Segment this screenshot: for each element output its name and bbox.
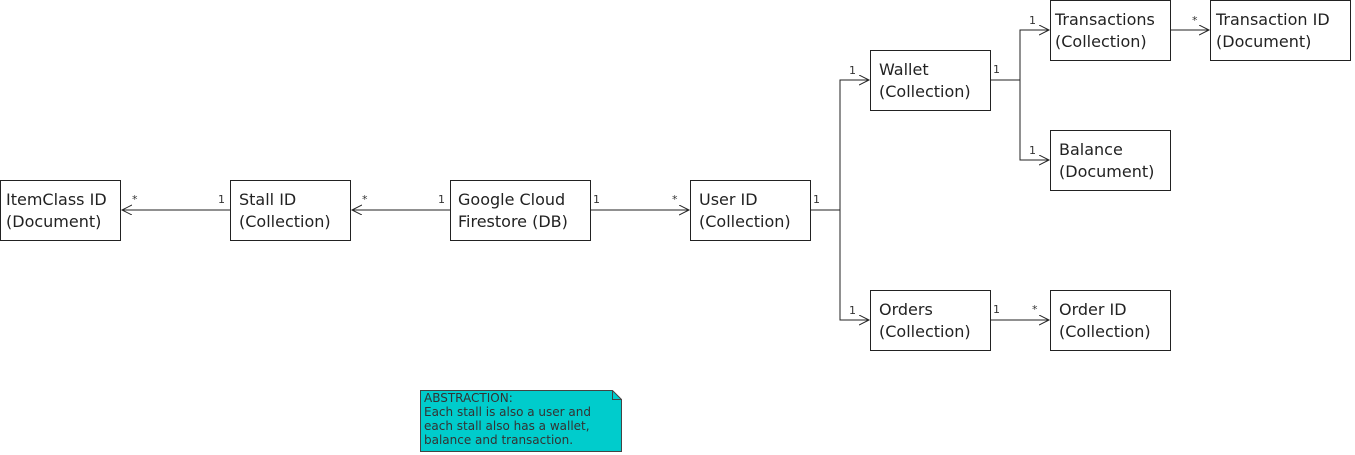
node-transactions: Transactions (Collection) <box>1050 0 1171 61</box>
node-transaction-id-title: Transaction ID <box>1215 10 1330 29</box>
node-firestore-db-title: Google Cloud <box>458 190 565 209</box>
mult-firestore-source-user: 1 <box>593 193 600 206</box>
node-wallet-title: Wallet <box>879 60 929 79</box>
edge-user-to-orders: 1 <box>839 210 869 320</box>
node-user-id: User ID (Collection) <box>690 180 811 241</box>
note-shape <box>420 390 622 452</box>
note-line-2: each stall also has a wallet, <box>424 419 590 433</box>
edge-firestore-to-stall: 1 * <box>352 193 450 210</box>
mult-user-target: * <box>672 193 678 206</box>
mult-stall-source: 1 <box>218 193 225 206</box>
edge-firestore-to-user: 1 * <box>590 193 689 210</box>
abstraction-note: ABSTRACTION: Each stall is also a user a… <box>420 390 622 452</box>
edge-wallet-to-transactions: 1 1 <box>990 14 1049 81</box>
mult-order-id-target: * <box>1032 303 1038 316</box>
node-balance: Balance (Document) <box>1050 130 1171 191</box>
mult-orders-target: 1 <box>849 304 856 317</box>
mult-orders-source: 1 <box>993 303 1000 316</box>
mult-wallet-target: 1 <box>849 64 856 77</box>
node-firestore-db-subtitle: Firestore (DB) <box>458 212 568 231</box>
mult-stall-target: * <box>362 193 368 206</box>
edge-orders-to-order-id: 1 * <box>990 303 1049 320</box>
node-orders: Orders (Collection) <box>870 290 991 351</box>
node-order-id: Order ID (Collection) <box>1050 290 1171 351</box>
node-firestore-db: Google Cloud Firestore (DB) <box>450 180 591 241</box>
node-orders-title: Orders <box>879 300 933 319</box>
node-user-id-title: User ID <box>699 190 758 209</box>
node-transaction-id: Transaction ID (Document) <box>1210 0 1351 61</box>
edge-wallet-to-balance: 1 <box>1019 80 1049 160</box>
node-transaction-id-type: (Document) <box>1216 32 1311 51</box>
note-heading: ABSTRACTION: <box>424 391 513 405</box>
mult-firestore-source-stall: 1 <box>438 193 445 206</box>
edge-transactions-to-transaction-id: * <box>1170 14 1209 30</box>
node-order-id-type: (Collection) <box>1059 322 1151 341</box>
node-wallet: Wallet (Collection) <box>870 50 991 111</box>
node-itemclass-id-title: ItemClass ID <box>6 190 107 209</box>
node-itemclass-id-type: (Document) <box>6 212 101 231</box>
mult-wallet-source: 1 <box>993 63 1000 76</box>
mult-itemclass-target: * <box>132 193 138 206</box>
node-transactions-type: (Collection) <box>1055 32 1147 51</box>
node-wallet-type: (Collection) <box>879 82 971 101</box>
node-order-id-title: Order ID <box>1059 300 1127 319</box>
mult-transactions-target: 1 <box>1029 14 1036 27</box>
note-line-3: balance and transaction. <box>424 433 573 447</box>
edge-user-to-wallet: 1 1 <box>810 64 869 211</box>
node-balance-type: (Document) <box>1059 162 1154 181</box>
mult-transaction-id-target: * <box>1192 14 1198 27</box>
note-folded-corner <box>612 390 622 400</box>
node-stall-id-title: Stall ID <box>239 190 296 209</box>
mult-balance-target: 1 <box>1029 144 1036 157</box>
node-user-id-type: (Collection) <box>699 212 791 231</box>
node-stall-id: Stall ID (Collection) <box>230 180 351 241</box>
edge-stall-to-itemclass: 1 * <box>122 193 230 210</box>
node-itemclass-id: ItemClass ID (Document) <box>0 180 121 241</box>
node-balance-title: Balance <box>1059 140 1123 159</box>
node-transactions-title: Transactions <box>1054 10 1155 29</box>
node-orders-type: (Collection) <box>879 322 971 341</box>
note-line-1: Each stall is also a user and <box>424 405 591 419</box>
node-stall-id-type: (Collection) <box>239 212 331 231</box>
mult-user-source: 1 <box>813 193 820 206</box>
